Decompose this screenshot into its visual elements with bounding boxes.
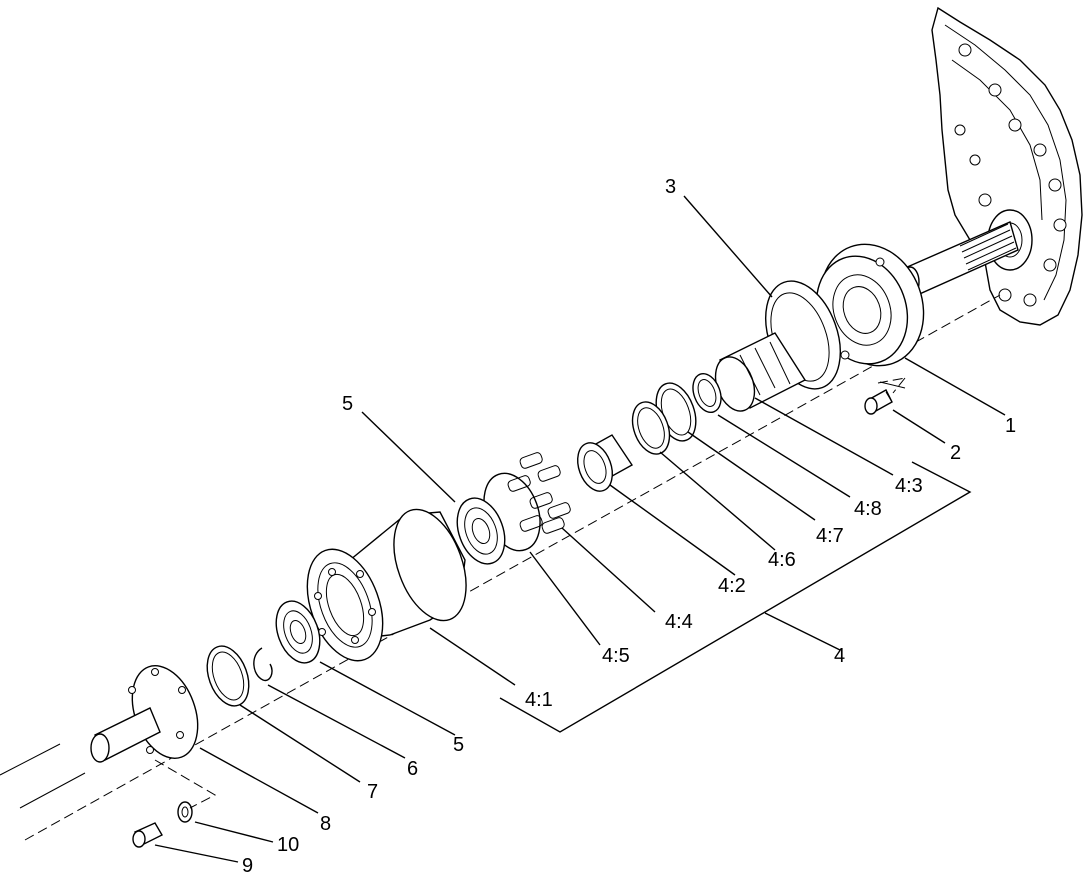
bolt-alignment-line-upper [877, 377, 906, 394]
part-4-4-pistons [507, 452, 571, 534]
callout-3: 3 [665, 176, 676, 198]
callout-4: 4 [834, 645, 845, 667]
callout-4-6: 4:6 [768, 549, 796, 571]
part-4-8-spring-clip [692, 372, 722, 414]
callout-5-lower: 5 [453, 734, 464, 756]
callout-5-upper: 5 [342, 393, 353, 415]
callout-4-3: 4:3 [895, 475, 923, 497]
part-5-bearing-upper [456, 497, 506, 565]
part-4-3-coupling-cage [714, 332, 807, 412]
part-9-bolt [132, 822, 163, 848]
callout-2: 2 [950, 442, 961, 464]
part-4-1-motor-housing [306, 508, 467, 662]
callout-4-4: 4:4 [665, 611, 693, 633]
callout-10: 10 [277, 834, 299, 856]
callout-9: 9 [242, 855, 253, 877]
part-4-6-ring [631, 401, 671, 455]
callout-7: 7 [367, 781, 378, 803]
part-6-retaining-ring [253, 647, 273, 682]
callout-4-5: 4:5 [602, 645, 630, 667]
part-5-bearing-lower [275, 600, 321, 664]
callout-8: 8 [320, 813, 331, 835]
leader-lines [154, 195, 1006, 863]
part-8-output-flange [90, 665, 199, 763]
callout-4-1: 4:1 [525, 689, 553, 711]
part-4-2-needle-bearing [577, 434, 634, 492]
bolt-alignment-line-lower [154, 759, 217, 809]
callout-labels: 1 2 3 4 4:1 4:2 4:3 4:4 4:5 4:6 4:7 4:8 … [242, 176, 1016, 877]
part-2-bolt [864, 381, 906, 415]
callout-4-2: 4:2 [718, 575, 746, 597]
callout-6: 6 [407, 758, 418, 780]
callout-4-8: 4:8 [854, 498, 882, 520]
part-10-lock-washer [177, 801, 193, 823]
part-7-ring [206, 645, 250, 707]
shaft-outline-line [0, 743, 86, 809]
callout-1: 1 [1005, 415, 1016, 437]
callout-4-7: 4:7 [816, 525, 844, 547]
